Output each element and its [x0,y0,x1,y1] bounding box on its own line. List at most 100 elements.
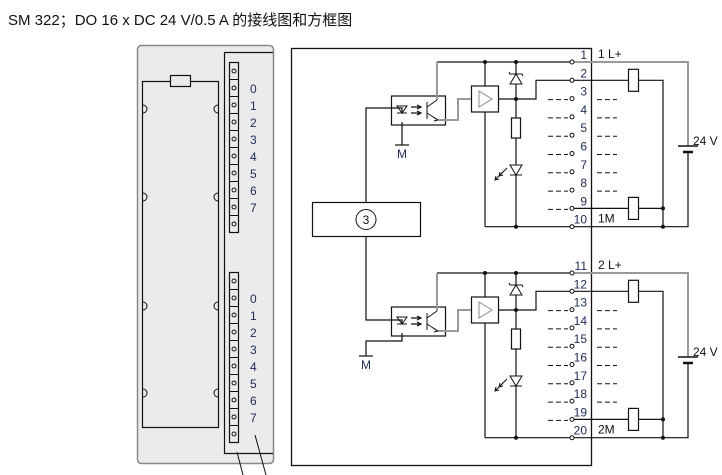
terminal-icon [569,288,575,294]
channel-label: 3 [250,343,257,357]
channel-label: 1 [250,309,257,323]
terminal-number: 1 [580,48,587,62]
zener-bar [508,282,524,288]
channel-label: 1 [250,99,257,113]
terminal-icon [569,151,575,156]
terminal-icon [569,96,575,102]
channel-label: 0 [250,292,257,306]
notch [142,104,148,114]
opto-led-icon [396,105,408,114]
terminal-icon [569,435,575,441]
terminal-screw-icon [231,414,237,420]
relay-coil-icon [627,407,640,431]
channel-label: 7 [250,411,257,425]
terminal-icon [569,416,575,422]
terminal-screw-icon [231,363,237,369]
source-positive-wire [572,272,689,357]
terminal-number: 13 [574,296,588,310]
terminal-number: 12 [574,277,588,291]
relay-coil-icon [627,68,640,92]
terminal-screw-icon [231,329,237,335]
label-recess [141,80,220,429]
channel-label: 5 [250,167,257,181]
return-label: 1M [598,212,615,226]
zener-diode-icon [509,284,523,296]
terminal-screw-icon [231,397,237,403]
led-icon [509,164,523,176]
amplifier-icon [478,90,493,108]
notch [142,192,148,202]
junction-dot [514,224,518,229]
terminal-icon [569,59,575,65]
zener-bar [508,71,524,77]
channel-label: 5 [250,377,257,391]
channel-label: 0 [250,82,257,96]
junction-dot [483,60,487,64]
output-wire [516,79,572,100]
supply-label: 1 L+ [598,47,622,61]
terminal-number: 2 [580,66,587,80]
terminal-icon [569,270,575,276]
channel-label: 3 [250,133,257,147]
source-negative-wire [572,162,689,228]
backplane-logic-block: 3 [311,201,422,238]
terminal-number: 19 [574,405,588,419]
recess-tab [169,74,192,88]
terminal-screw-icon [231,68,237,74]
terminal-number: 17 [574,369,588,383]
leader-line [236,451,244,475]
notch [142,388,148,398]
terminal-panel [223,51,273,455]
terminal-icon [569,114,575,120]
source-voltage-label: 24 V [693,134,718,148]
terminal-number: 5 [580,121,587,135]
channel-label: 6 [250,394,257,408]
notch [213,388,219,398]
terminal-screw-icon [231,102,237,108]
output-wire [516,290,572,311]
terminal-icon [569,325,575,331]
terminal-number: 20 [574,424,588,438]
terminal-strip-2 [228,271,240,444]
channel-label: 2 [250,326,257,340]
terminal-number: 6 [580,140,587,154]
ground-label: M [361,358,371,372]
notch [142,301,148,311]
terminal-screw-icon [231,204,237,210]
light-arrow-icon [494,171,504,181]
terminal-number: 7 [580,158,587,172]
backplane-ref-number: 3 [363,213,370,227]
terminal-number: 14 [574,314,588,328]
terminal-icon [569,224,575,230]
terminal-number: 18 [574,387,588,401]
terminal-number: 4 [580,103,587,117]
terminal-icon [569,380,575,386]
terminal-icon [569,398,575,404]
led-icon [509,375,523,387]
amplifier-icon [478,301,493,319]
source-positive-wire [572,61,689,146]
terminal-screw-icon [231,431,237,437]
terminal-number: 9 [580,194,587,208]
terminal-screw-icon [231,119,237,125]
light-coupling-icon [411,315,423,327]
logic-connections: MM [359,107,409,372]
terminal-screw-icon [231,153,237,159]
notch [213,104,219,114]
terminal-icon [569,205,575,211]
supply-label: 2 L+ [598,258,622,272]
light-coupling-icon [411,104,423,116]
terminal-screw-icon [231,278,237,284]
terminal-screw-icon [231,136,237,142]
channel-label: 4 [250,150,257,164]
terminal-screw-icon [231,380,237,386]
return-label: 2M [598,423,615,437]
channel-label: 7 [250,201,257,215]
terminal-number: 16 [574,351,588,365]
junction-dot [661,224,665,229]
module-boundary [290,47,593,467]
